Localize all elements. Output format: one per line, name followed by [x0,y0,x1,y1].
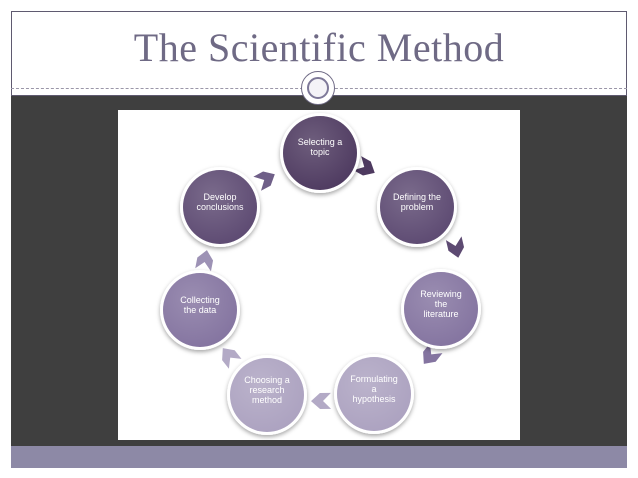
footer-band [11,446,627,468]
cycle-arrow-4-icon [311,392,332,410]
cycle-arrow-3-icon [423,343,443,364]
cycle-node-label: a [371,384,376,394]
cycle-node-label: the data [184,305,217,315]
cycle-node-label: Develop [203,192,236,202]
circle-ornament-icon [301,71,335,105]
cycle-node-label: Reviewing [420,289,462,299]
cycle-arrow-6-icon [195,250,214,272]
cycle-node-label: Choosing a [244,375,290,385]
cycle-node-label: conclusions [196,202,244,212]
cycle-arrow-7-icon [253,171,275,191]
cycle-node-label: Collecting [180,295,220,305]
cycle-node-label: literature [423,309,458,319]
cycle-node-label: Formulating [350,374,398,384]
cycle-node-label: hypothesis [352,394,396,404]
cycle-arrow-5-icon [222,348,242,369]
cycle-node-label: the [435,299,448,309]
cycle-node-label: method [252,395,282,405]
cycle-node-label: Defining the [393,192,441,202]
cycle-node-label: research [249,385,284,395]
cycle-arrow-2-icon [445,236,465,258]
cycle-arrow-1-icon [353,156,375,176]
cycle-node-label: topic [310,147,330,157]
slide-title: The Scientific Method [133,25,505,70]
cycle-node-label: Selecting a [298,137,343,147]
cycle-node-label: problem [401,202,434,212]
